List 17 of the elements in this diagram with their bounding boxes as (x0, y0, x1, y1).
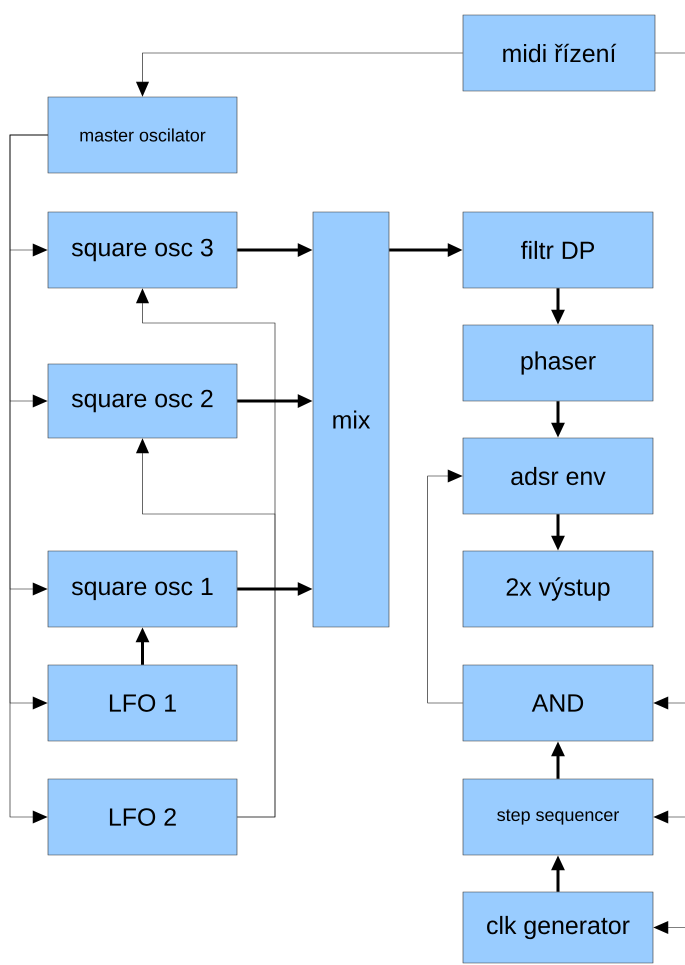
connector-line (655, 52, 685, 54)
process-box: phaser (462, 324, 654, 402)
process-box: filtr DP (462, 212, 654, 288)
process-box: mix (312, 212, 390, 628)
process-box: square osc 2 (48, 364, 238, 438)
process-box: midi řízení (462, 14, 656, 92)
process-box: 2x výstup (462, 550, 654, 628)
process-box: square osc 1 (48, 550, 238, 628)
arrow (427, 469, 463, 704)
process-box: square osc 3 (48, 212, 238, 288)
process-box: step sequencer (462, 778, 654, 856)
process-box: AND (462, 664, 654, 742)
process-box: LFO 2 (48, 778, 238, 856)
process-box: clk generator (462, 892, 654, 964)
process-box: adsr env (462, 438, 654, 514)
process-box: LFO 1 (48, 664, 238, 742)
process-box: master oscilator (48, 96, 238, 174)
